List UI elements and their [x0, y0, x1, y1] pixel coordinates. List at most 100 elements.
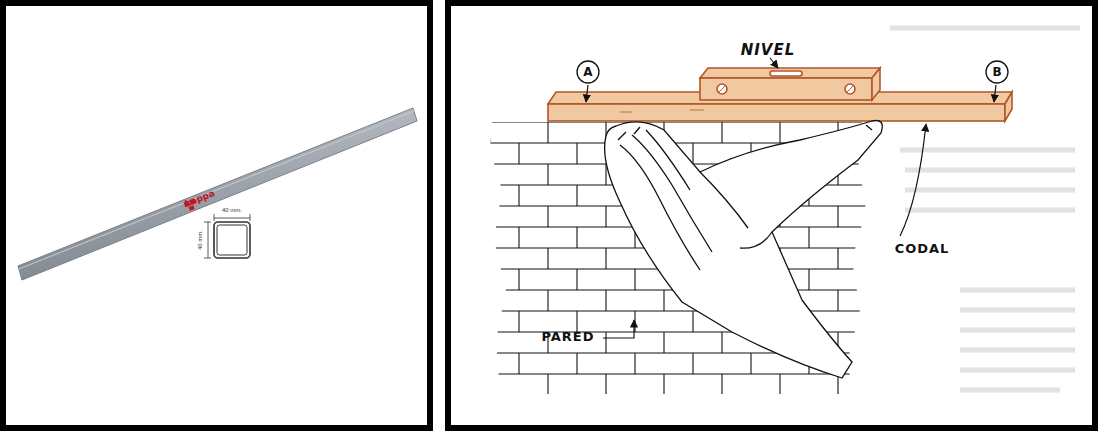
callout-circle: A: [576, 60, 600, 84]
leader-lines: [586, 58, 996, 338]
mortar-joint: [547, 206, 548, 227]
mortar-joint: [489, 332, 490, 353]
part-name: NIVEL: [741, 43, 796, 58]
mortar-joint: [634, 269, 635, 290]
mortar-joint: [750, 353, 751, 374]
dimension-lines: [214, 218, 250, 219]
part-name: PARED: [541, 330, 594, 343]
dimension-lines: [204, 222, 211, 223]
aluminium-bar: [19, 111, 414, 269]
mortar-joint: [605, 290, 606, 311]
mortar-joint: [721, 374, 722, 394]
callout-letter: B: [992, 66, 1001, 78]
straightedge-codal: [548, 104, 1005, 121]
mortar-joint: [489, 248, 490, 269]
mortar-joint: [605, 164, 606, 185]
hand: [605, 121, 883, 379]
leader-lines: [994, 85, 996, 102]
leader-lines: [900, 124, 926, 236]
mortar-joint: [576, 269, 577, 290]
mortar-joint: [692, 143, 693, 164]
mortar-joint: [547, 290, 548, 311]
background-print: [890, 28, 1080, 390]
mortar-joint: [576, 227, 577, 248]
mortar-joint: [692, 311, 693, 332]
dimension-lines: [208, 222, 209, 258]
mortar-joint: [576, 185, 577, 206]
background-print: [960, 368, 1075, 373]
right-panel: [448, 3, 1095, 428]
mortar-joint: [576, 143, 577, 164]
mortar-joint: [489, 206, 490, 227]
spirit-level: [700, 78, 872, 100]
brand-name: kappa: [184, 189, 216, 209]
background-print: [960, 388, 1060, 393]
mortar-joint: [721, 122, 722, 143]
mortar-joint: [547, 248, 548, 269]
dimension-lines: [250, 214, 251, 221]
spirit-level: [717, 84, 727, 94]
mortar-joint: [547, 374, 548, 394]
callout-outline: [577, 61, 599, 83]
leader-lines: [770, 58, 778, 68]
mortar-joint: [518, 269, 519, 290]
mortar-joint: [576, 353, 577, 374]
callout-letter: A: [583, 66, 592, 78]
mortar-joint: [866, 269, 867, 290]
mortar-joint: [808, 227, 809, 248]
mortar-joint: [489, 122, 490, 143]
mortar-joint: [837, 206, 838, 227]
background-print: [905, 208, 1075, 213]
spirit-level: [847, 86, 853, 92]
cross-section: [214, 222, 250, 258]
mortar-joint: [779, 374, 780, 394]
mortar-joint: [489, 290, 490, 311]
mortar-joint: [779, 122, 780, 143]
mortar-joint: [605, 374, 606, 394]
mortar-joint: [480, 373, 880, 374]
left-panel: [3, 3, 430, 428]
spirit-level: [770, 71, 802, 76]
dimension-label: 40 mm.: [197, 230, 203, 250]
hand: [740, 232, 772, 248]
mortar-joint: [692, 353, 693, 374]
mortar-joint: [518, 353, 519, 374]
mortar-joint: [866, 311, 867, 332]
panel-frame: [448, 3, 1095, 428]
background-print: [960, 308, 1075, 313]
dimension-lines: [204, 258, 211, 259]
mortar-joint: [837, 248, 838, 269]
spirit-level: [872, 68, 880, 100]
dimension-lines: [204, 214, 250, 258]
cross-section: [214, 222, 250, 258]
mortar-joint: [721, 332, 722, 353]
mortar-joint: [489, 164, 490, 185]
background-print: [890, 26, 1080, 31]
spirit-level: [700, 68, 880, 78]
mortar-joint: [547, 122, 548, 143]
background-print: [905, 188, 1075, 193]
mortar-joint: [518, 311, 519, 332]
mortar-joint: [663, 332, 664, 353]
hand: [646, 130, 690, 190]
leader-lines: [586, 85, 588, 102]
mortar-joint: [866, 353, 867, 374]
background-print: [900, 148, 1075, 153]
spirit-level: [700, 68, 880, 100]
hand: [605, 121, 883, 379]
straightedge-codal: [620, 112, 632, 113]
mortar-joint: [605, 248, 606, 269]
dimension-label: 40 mm.: [222, 207, 242, 213]
mortar-joint: [605, 206, 606, 227]
mortar-joint: [489, 374, 490, 394]
mortar-joint: [837, 290, 838, 311]
straightedge-codal: [690, 110, 704, 111]
mortar-joint: [866, 185, 867, 206]
mortar-joint: [663, 290, 664, 311]
callout-outline: [986, 61, 1008, 83]
aluminium-bar: [18, 108, 417, 280]
aluminium-bar: [18, 108, 417, 280]
part-name: CODAL: [895, 242, 950, 255]
background-print: [960, 328, 1075, 333]
